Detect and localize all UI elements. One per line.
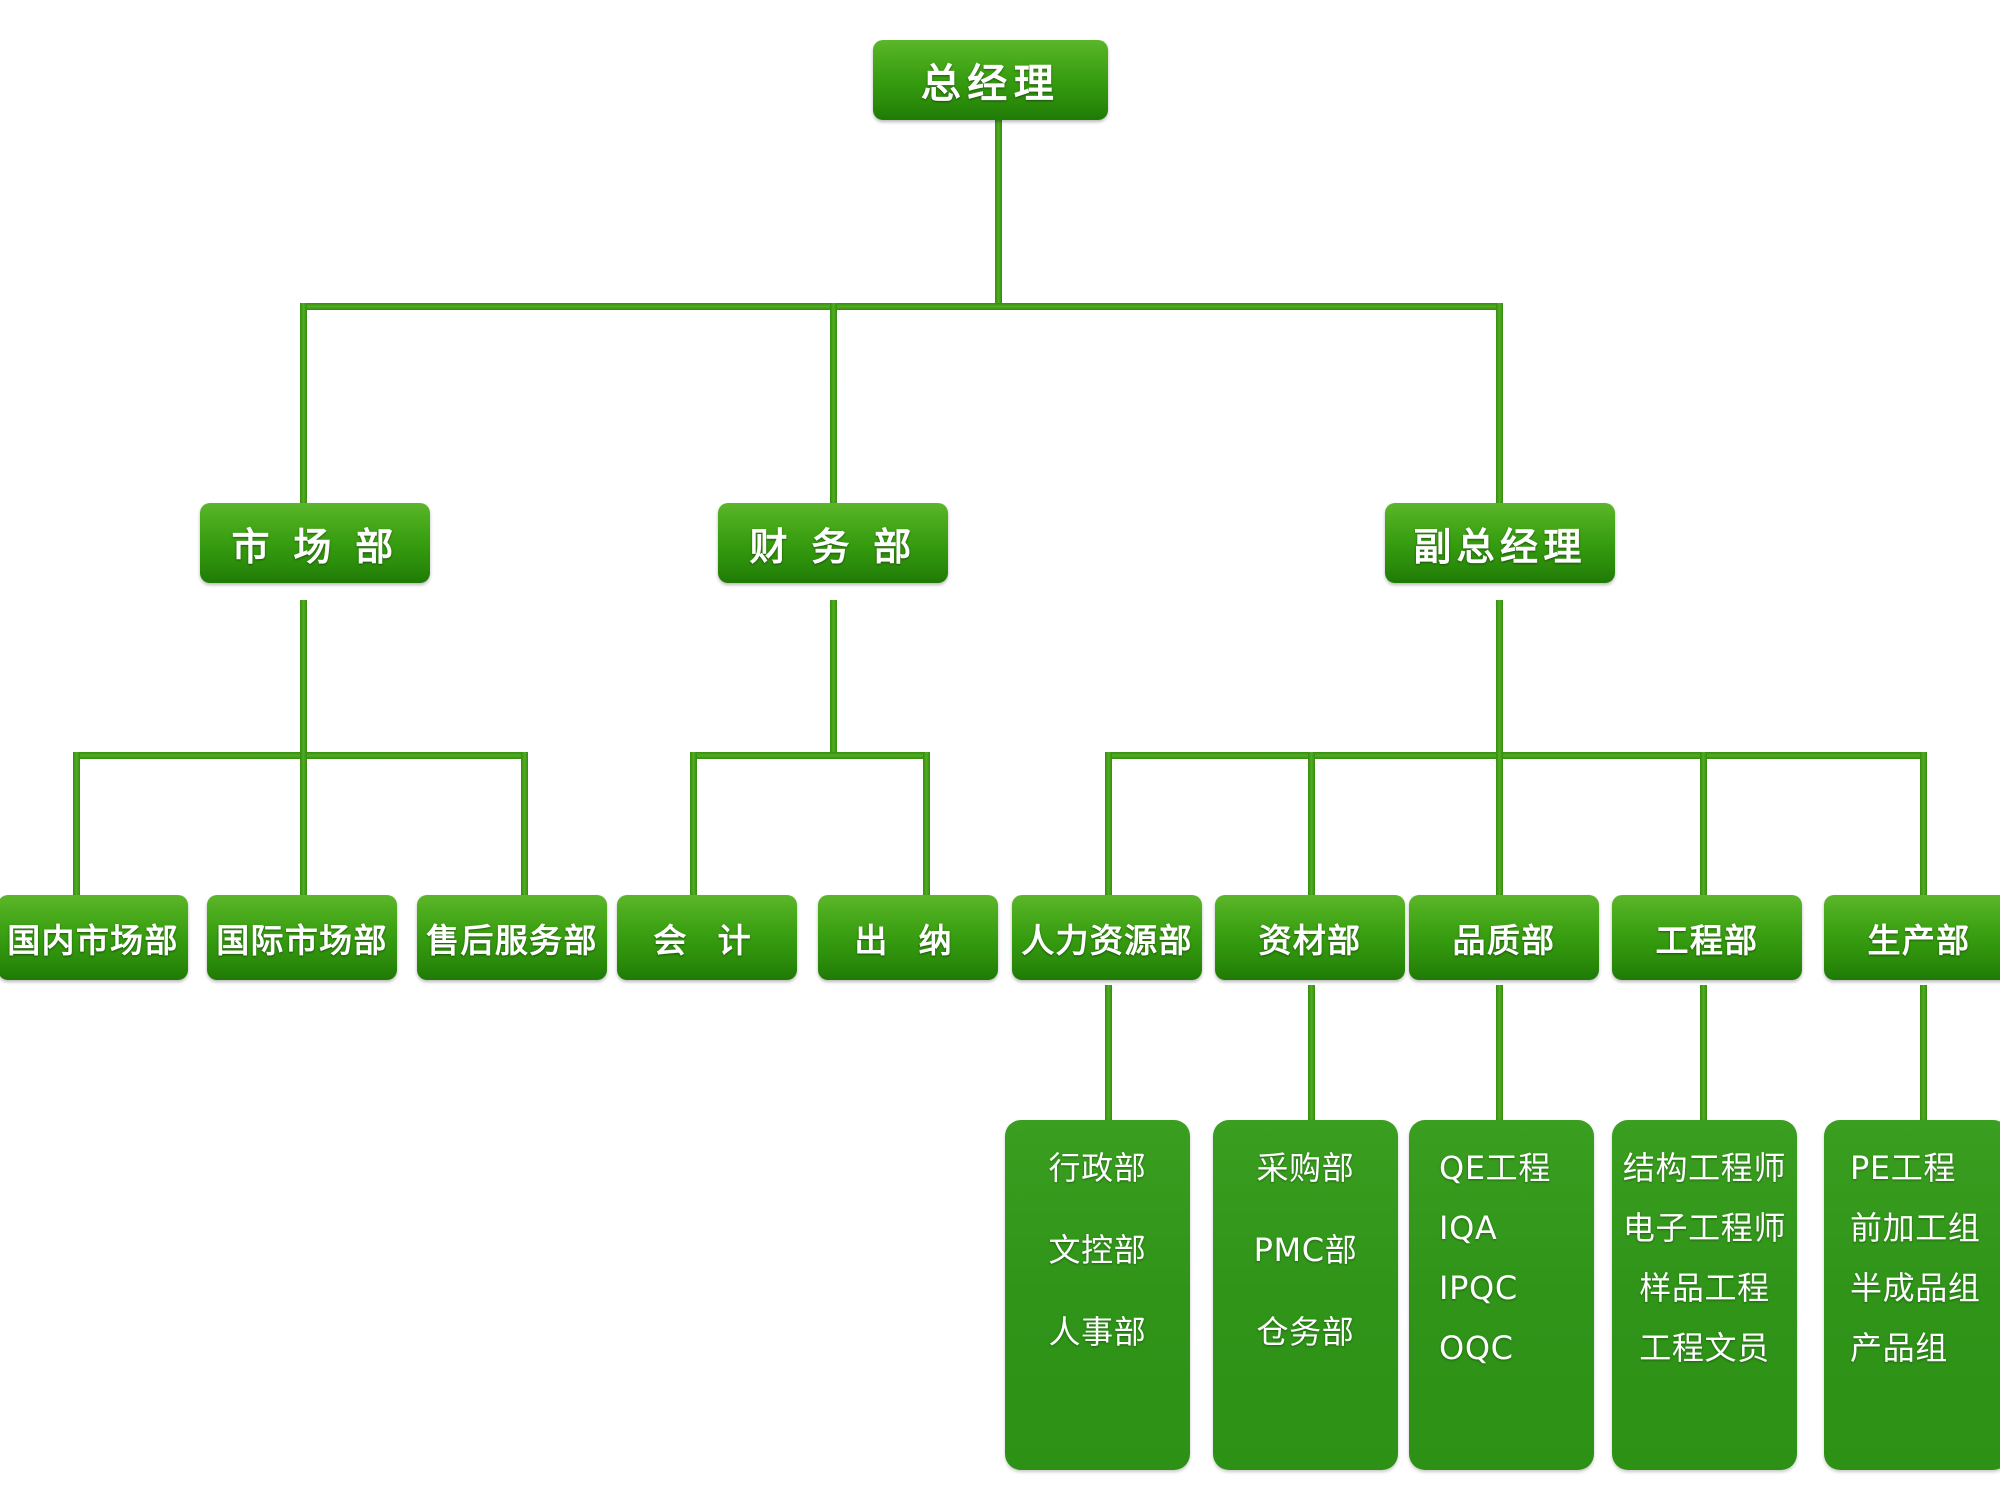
connector-drop-hr <box>1105 752 1112 897</box>
leaf-materials-0: 采购部 <box>1256 1149 1355 1187</box>
connector-deputy-bus <box>1105 752 1927 759</box>
node-marketing-dept[interactable]: 市 场 部 <box>200 503 430 583</box>
connector-materials-to-leaves <box>1308 985 1315 1120</box>
leaf-production-1: 前加工组 <box>1850 1209 1981 1247</box>
leaf-quality-1: IQA <box>1439 1209 1498 1247</box>
connector-drop-materials <box>1308 752 1315 897</box>
node-cashier[interactable]: 出 纳 <box>818 895 998 980</box>
leaf-production-0: PE工程 <box>1850 1149 1957 1187</box>
connector-drop-marketing <box>300 303 307 503</box>
node-production-dept[interactable]: 生产部 <box>1824 895 2000 980</box>
leaf-hr-1: 文控部 <box>1048 1231 1147 1269</box>
connector-marketing-stem <box>300 600 307 755</box>
node-engineering-dept[interactable]: 工程部 <box>1612 895 1802 980</box>
node-after-sales-service-dept[interactable]: 售后服务部 <box>417 895 607 980</box>
connector-drop-aftersale <box>521 752 528 897</box>
connector-production-to-leaves <box>1920 985 1927 1120</box>
leafcard-human-resources[interactable]: 行政部 文控部 人事部 <box>1005 1120 1190 1470</box>
leafcard-engineering[interactable]: 结构工程师 电子工程师 样品工程 工程文员 <box>1612 1120 1797 1470</box>
node-general-manager[interactable]: 总经理 <box>873 40 1108 120</box>
node-materials-dept[interactable]: 资材部 <box>1215 895 1405 980</box>
connector-drop-production <box>1920 752 1927 897</box>
connector-drop-cashier <box>923 752 930 897</box>
node-quality-dept[interactable]: 品质部 <box>1409 895 1599 980</box>
connector-finance-stem <box>830 600 837 755</box>
node-international-market-dept[interactable]: 国际市场部 <box>207 895 397 980</box>
leaf-engineer-0: 结构工程师 <box>1622 1149 1787 1187</box>
leaf-quality-3: OQC <box>1439 1329 1514 1367</box>
connector-drop-quality <box>1496 752 1503 897</box>
leafcard-production[interactable]: PE工程 前加工组 半成品组 产品组 <box>1824 1120 2000 1470</box>
connector-deputy-stem <box>1496 600 1503 755</box>
node-deputy-general-manager[interactable]: 副总经理 <box>1385 503 1615 583</box>
connector-engineer-to-leaves <box>1700 985 1707 1120</box>
connector-drop-finance <box>830 303 837 503</box>
connector-hr-to-leaves <box>1105 985 1112 1120</box>
connector-root-stem <box>995 120 1002 308</box>
leaf-engineer-3: 工程文员 <box>1639 1329 1770 1367</box>
node-finance-dept[interactable]: 财 务 部 <box>718 503 948 583</box>
leaf-hr-0: 行政部 <box>1048 1149 1147 1187</box>
leaf-quality-2: IPQC <box>1439 1269 1518 1307</box>
leafcard-materials[interactable]: 采购部 PMC部 仓务部 <box>1213 1120 1398 1470</box>
node-accounting[interactable]: 会 计 <box>617 895 797 980</box>
connector-level1-bus <box>300 303 1503 310</box>
leaf-engineer-1: 电子工程师 <box>1622 1209 1787 1247</box>
connector-drop-engineer <box>1700 752 1707 897</box>
connector-quality-to-leaves <box>1496 985 1503 1120</box>
leaf-hr-2: 人事部 <box>1048 1313 1147 1351</box>
node-human-resources-dept[interactable]: 人力资源部 <box>1012 895 1202 980</box>
connector-drop-accounting <box>690 752 697 897</box>
leaf-quality-0: QE工程 <box>1439 1149 1551 1187</box>
connector-drop-intl <box>300 752 307 897</box>
leaf-materials-1: PMC部 <box>1253 1231 1358 1269</box>
leaf-materials-2: 仓务部 <box>1256 1313 1355 1351</box>
leaf-engineer-2: 样品工程 <box>1639 1269 1770 1307</box>
connector-drop-deputy <box>1496 303 1503 503</box>
node-domestic-market-dept[interactable]: 国内市场部 <box>0 895 188 980</box>
leaf-production-3: 产品组 <box>1850 1329 1948 1367</box>
connector-finance-bus <box>690 752 930 759</box>
leafcard-quality[interactable]: QE工程 IQA IPQC OQC <box>1409 1120 1594 1470</box>
leaf-production-2: 半成品组 <box>1850 1269 1981 1307</box>
connector-drop-domestic <box>73 752 80 897</box>
